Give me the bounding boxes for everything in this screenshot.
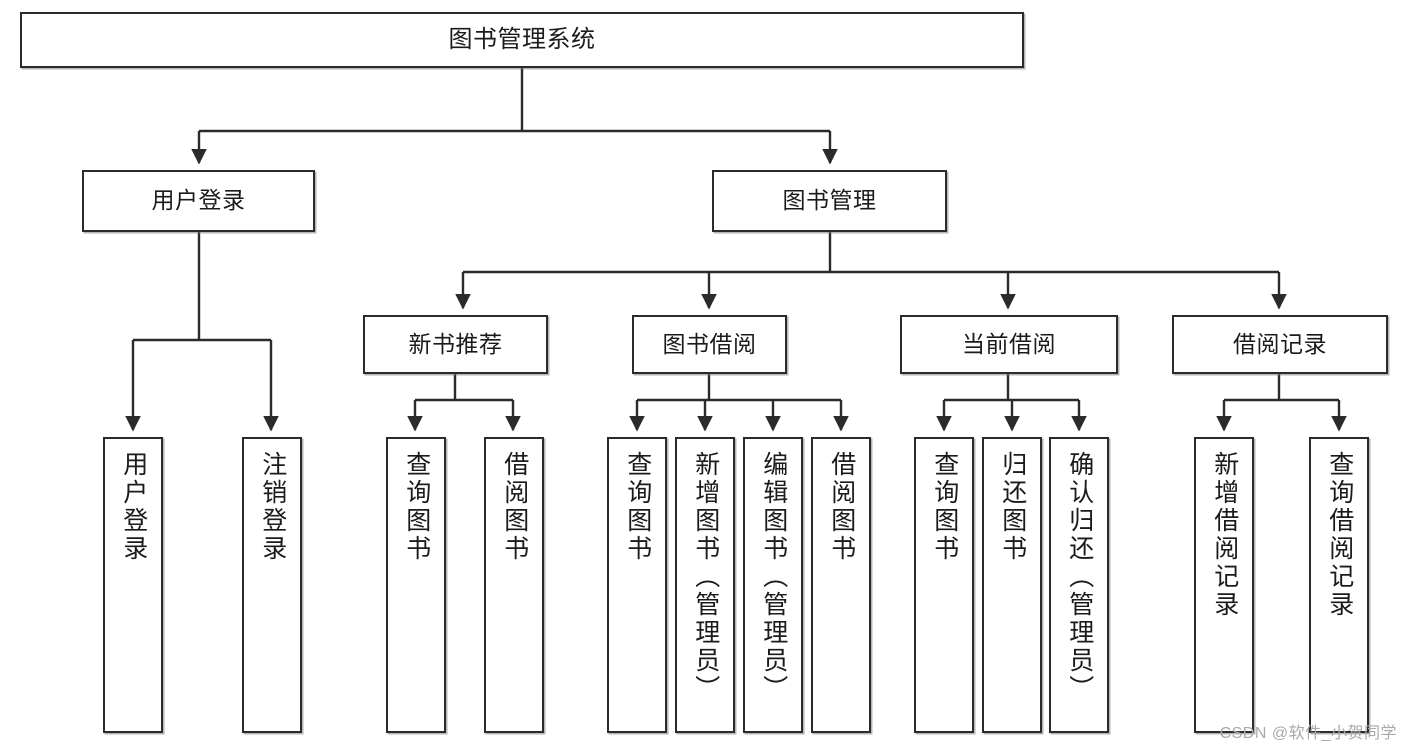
leaf-borrow-book-recommend[interactable]: 借阅图书	[484, 437, 544, 733]
node-label: 借阅图书	[500, 451, 529, 563]
node-label: 归还图书	[998, 451, 1027, 563]
node-borrow-record[interactable]: 借阅记录	[1172, 315, 1388, 374]
leaf-borrow-book[interactable]: 借阅图书	[811, 437, 871, 733]
node-book-borrow[interactable]: 图书借阅	[632, 315, 787, 374]
node-user-login[interactable]: 用户登录	[82, 170, 315, 232]
node-label: 用户登录	[119, 451, 148, 563]
leaf-query-book-recommend[interactable]: 查询图书	[386, 437, 446, 733]
node-label: 确认归还（管理员）	[1065, 451, 1094, 703]
node-label: 当前借阅	[962, 330, 1056, 357]
node-label: 新增图书（管理员）	[691, 451, 720, 703]
leaf-add-book-admin[interactable]: 新增图书（管理员）	[675, 437, 735, 733]
node-label: 查询图书	[623, 451, 652, 563]
node-book-management[interactable]: 图书管理	[712, 170, 947, 232]
node-new-book-recommend[interactable]: 新书推荐	[363, 315, 548, 374]
node-label: 图书管理	[782, 187, 877, 214]
node-label: 编辑图书（管理员）	[759, 451, 788, 703]
node-label: 借阅记录	[1233, 330, 1327, 357]
node-label: 注销登录	[258, 451, 287, 563]
node-label: 查询图书	[930, 451, 959, 563]
leaf-query-book-borrow[interactable]: 查询图书	[607, 437, 667, 733]
leaf-confirm-return-admin[interactable]: 确认归还（管理员）	[1049, 437, 1109, 733]
node-label: 查询借阅记录	[1325, 451, 1354, 619]
node-root-book-management-system[interactable]: 图书管理系统	[20, 12, 1024, 68]
node-current-borrow[interactable]: 当前借阅	[900, 315, 1118, 374]
node-label: 查询图书	[402, 451, 431, 563]
leaf-return-book[interactable]: 归还图书	[982, 437, 1042, 733]
leaf-user-login[interactable]: 用户登录	[103, 437, 163, 733]
node-label: 图书管理系统	[448, 25, 596, 53]
leaf-edit-book-admin[interactable]: 编辑图书（管理员）	[743, 437, 803, 733]
node-label: 新增借阅记录	[1210, 451, 1239, 619]
leaf-add-borrow-record[interactable]: 新增借阅记录	[1194, 437, 1254, 733]
leaf-logout[interactable]: 注销登录	[242, 437, 302, 733]
watermark-text: CSDN @软件_小贺同学	[1219, 725, 1397, 742]
node-label: 新书推荐	[408, 330, 503, 357]
leaf-query-book-current[interactable]: 查询图书	[914, 437, 974, 733]
leaf-query-borrow-record[interactable]: 查询借阅记录	[1309, 437, 1369, 733]
node-label: 用户登录	[151, 187, 246, 214]
node-label: 图书借阅	[662, 330, 757, 357]
node-label: 借阅图书	[827, 451, 856, 563]
